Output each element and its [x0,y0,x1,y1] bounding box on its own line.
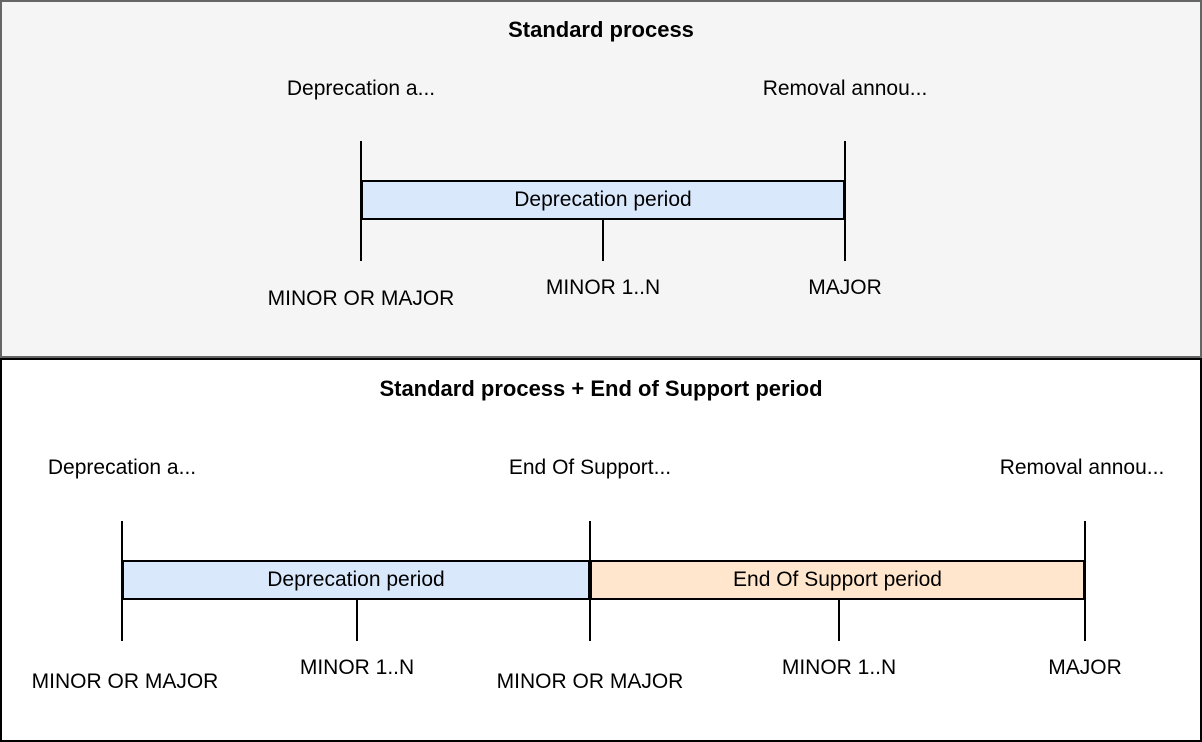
deprecation-period-bar-2: Deprecation period [122,560,590,600]
deprecation-period-bar-2-label: Deprecation period [267,568,445,591]
milestone-label-deprecation-announcement-2: Deprecation a... [47,456,197,479]
tick-line-end-2 [1084,521,1086,641]
deprecation-period-bar: Deprecation period [361,180,845,220]
standard-process-panel [0,0,1202,358]
tick-line-minor-a [356,600,358,641]
end-of-support-period-bar-label: End Of Support period [733,568,942,591]
tick-line-minor [602,220,604,261]
standard-process-title: Standard process [508,17,694,42]
milestone-label-removal-announcement: Removal annou... [762,77,928,100]
release-label-minor-1n-a: MINOR 1..N [299,656,415,679]
end-of-support-period-bar: End Of Support period [590,560,1085,600]
release-label-minor-1n: MINOR 1..N [545,276,661,299]
release-label-minor-or-major: MINOR OR MAJOR [267,287,455,310]
release-label-minor-1n-b: MINOR 1..N [781,656,897,679]
milestone-label-end-of-support: End Of Support... [508,456,672,479]
milestone-label-removal-announcement-2: Removal annou... [999,456,1165,479]
standard-process-eos-panel [0,358,1202,742]
release-label-major-2: MAJOR [1048,656,1122,679]
release-label-minor-or-major-b: MINOR OR MAJOR [496,670,684,693]
deprecation-period-bar-label: Deprecation period [514,188,692,211]
tick-line-end [844,141,846,261]
release-label-minor-or-major-a: MINOR OR MAJOR [31,670,219,693]
release-label-major: MAJOR [808,276,882,299]
milestone-label-deprecation-announcement: Deprecation a... [286,77,436,100]
tick-line-minor-b [838,600,840,641]
standard-process-eos-title: Standard process + End of Support period [379,376,823,401]
